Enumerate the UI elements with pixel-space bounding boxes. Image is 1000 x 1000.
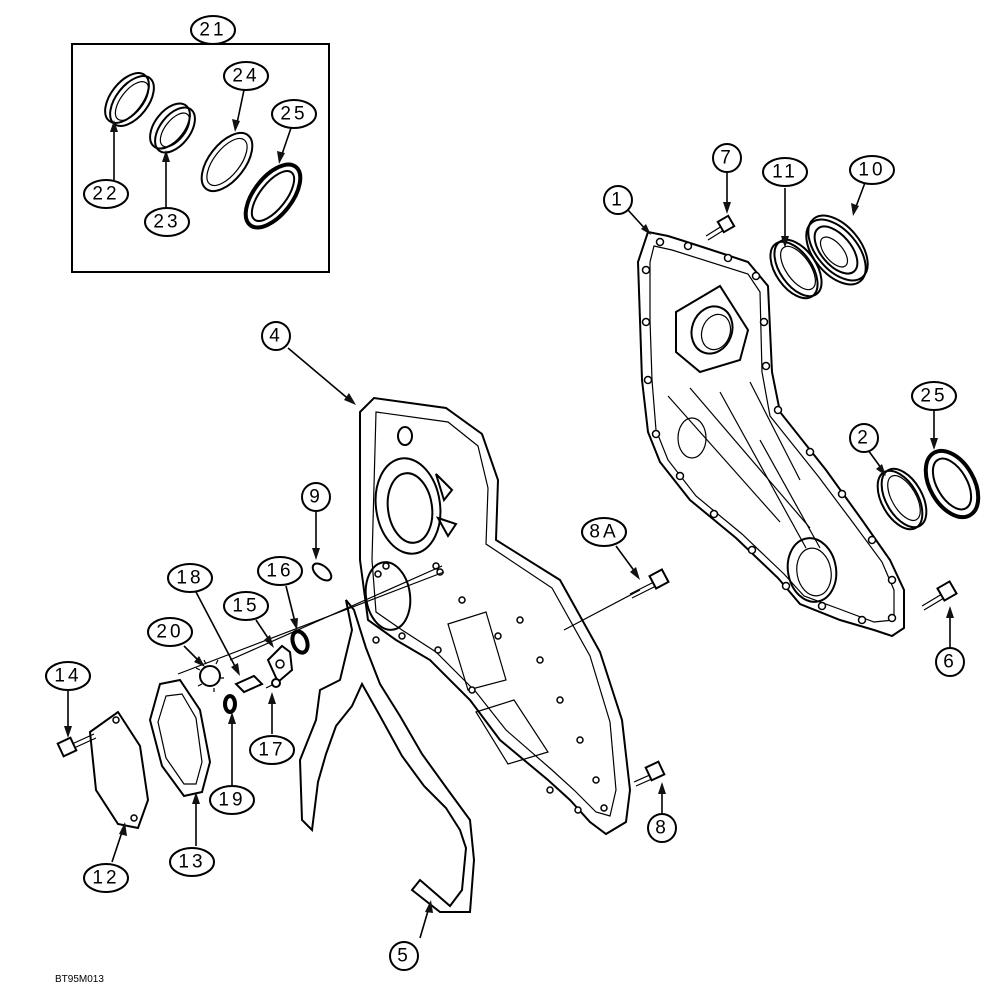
- seal-ring-25-kit: [243, 162, 303, 230]
- callout-5: 5: [389, 941, 419, 971]
- callout-17: 17: [249, 735, 295, 765]
- svg-text:25: 25: [920, 386, 947, 407]
- dowel-pin-9: [311, 512, 333, 582]
- seal-ring-25: [923, 410, 981, 520]
- gasket-5: [298, 599, 476, 913]
- svg-text:11: 11: [772, 162, 798, 183]
- svg-text:22: 22: [92, 184, 119, 205]
- svg-text:21: 21: [199, 20, 226, 41]
- drawing-code: BT95M013: [55, 974, 104, 985]
- svg-text:19: 19: [218, 790, 245, 811]
- callout-11: 11: [762, 157, 808, 187]
- adapter-15: [255, 619, 294, 684]
- callout-10: 10: [849, 155, 895, 185]
- bolt-8: [633, 760, 666, 814]
- svg-text:10: 10: [858, 160, 885, 181]
- callout-24: 24: [223, 61, 269, 91]
- plug-18: [195, 591, 264, 694]
- seal-ring-23: [149, 102, 196, 154]
- svg-text:16: 16: [266, 561, 293, 582]
- callout-6: 6: [935, 647, 965, 677]
- callout-21: 21: [190, 15, 236, 45]
- callout-23: 23: [144, 207, 190, 237]
- svg-text:5: 5: [397, 946, 411, 967]
- callout-16: 16: [257, 556, 303, 586]
- svg-text:18: 18: [176, 568, 203, 589]
- o-ring-16: [285, 585, 310, 655]
- callout-25: 25: [911, 381, 957, 411]
- svg-text:20: 20: [156, 622, 183, 643]
- callout-7: 7: [712, 143, 742, 173]
- svg-text:23: 23: [153, 212, 180, 233]
- seal-kit-box: [71, 43, 330, 273]
- gear-housing: [359, 396, 632, 836]
- svg-text:4: 4: [269, 326, 283, 347]
- svg-text:13: 13: [178, 852, 205, 873]
- gear-20: [183, 645, 224, 692]
- screw-17: [265, 678, 281, 734]
- callout-12: 12: [83, 863, 129, 893]
- bolt-14: [56, 690, 97, 758]
- svg-text:15: 15: [232, 596, 259, 617]
- callout-19: 19: [209, 785, 255, 815]
- svg-text:25: 25: [280, 104, 307, 125]
- callout-8: 8: [647, 813, 677, 843]
- bearing-10: [805, 179, 869, 286]
- seal-ring-22: [104, 72, 155, 127]
- svg-text:6: 6: [943, 652, 957, 673]
- svg-text:17: 17: [258, 740, 285, 761]
- svg-text:2: 2: [857, 428, 871, 449]
- svg-text:1: 1: [611, 190, 625, 211]
- svg-text:8: 8: [655, 818, 669, 839]
- callout-4: 4: [261, 321, 291, 351]
- callout-13: 13: [169, 847, 215, 877]
- svg-text:24: 24: [232, 66, 259, 87]
- svg-text:12: 12: [92, 868, 119, 889]
- callout-9: 9: [301, 482, 331, 512]
- callout-2: 2: [849, 423, 879, 453]
- callout-1: 1: [603, 185, 633, 215]
- cover-plate-12: [88, 710, 150, 863]
- svg-text:9: 9: [309, 487, 323, 508]
- bolt-6: [921, 580, 958, 648]
- cover-gasket-13: [148, 678, 212, 846]
- bolt-8a: [615, 545, 670, 599]
- callout-15: 15: [223, 591, 269, 621]
- bolt-7: [705, 172, 736, 241]
- callout-20: 20: [147, 617, 193, 647]
- o-ring-19: [223, 694, 237, 786]
- callout-14: 14: [45, 661, 91, 691]
- callout-25-kit: 25: [271, 99, 317, 129]
- callout-18: 18: [167, 563, 213, 593]
- seal-ring-2: [867, 449, 928, 531]
- rear-cover-plate: [636, 230, 905, 638]
- svg-text:14: 14: [54, 666, 81, 687]
- svg-text:8A: 8A: [589, 522, 618, 543]
- svg-text:7: 7: [720, 148, 734, 169]
- seal-ring-24: [200, 132, 254, 192]
- callout-22: 22: [83, 179, 129, 209]
- callout-8a: 8A: [581, 517, 627, 547]
